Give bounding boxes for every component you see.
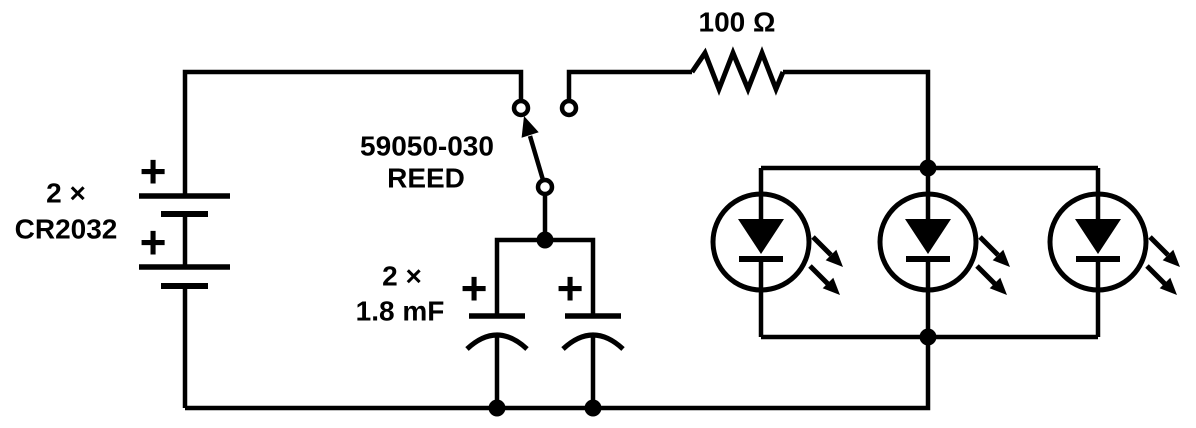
- battery-quantity-label: 2 ×: [46, 178, 86, 209]
- switch-contact-pole: [535, 177, 555, 197]
- resistor-symbol: [689, 46, 786, 96]
- wire-bottom-return: [185, 337, 931, 411]
- reed-switch-symbol: [511, 98, 579, 197]
- capacitor-value-label: 1.8 mF: [356, 296, 445, 327]
- junction-dots: [488, 159, 937, 417]
- led-1: [710, 168, 843, 337]
- switch-arm-arrowhead-icon: [521, 116, 539, 138]
- switch-contact-right: [559, 98, 579, 118]
- battery-model-label: CR2032: [15, 214, 118, 245]
- capacitor-bank-symbol: + +: [461, 262, 625, 351]
- led-2: [880, 168, 1010, 337]
- wire-resistor-to-leds: [783, 69, 931, 168]
- battery-symbol: + +: [139, 145, 230, 289]
- wire-switch-to-resistor: [566, 69, 692, 100]
- switch-type-label: REED: [387, 163, 465, 194]
- battery-cell2-plus-icon: +: [140, 216, 167, 268]
- junction-led-bottom: [919, 328, 937, 346]
- junction-cap2-bottom: [584, 399, 602, 417]
- wiring: [182, 69, 1098, 411]
- led-light-arrow-2: [808, 264, 830, 286]
- led-diode-triangle-icon: [738, 219, 784, 254]
- cap2-negative-plate: [561, 332, 625, 351]
- junction-cap1-bottom: [488, 399, 506, 417]
- switch-contact-left: [511, 98, 531, 118]
- led-light-arrow-1: [811, 235, 833, 257]
- led-light-arrowhead-1-icon: [825, 249, 843, 267]
- junction-switch-caps: [536, 231, 554, 249]
- switch-part-number-label: 59050-030: [360, 131, 494, 162]
- junction-led-top: [919, 159, 937, 177]
- labels: 2 × CR2032 59050-030 REED 2 × 1.8 mF 100…: [15, 7, 776, 327]
- wire-top-left: [182, 69, 524, 194]
- capacitor-quantity-label: 2 ×: [382, 261, 422, 292]
- led-light-arrowhead-2-icon: [822, 277, 840, 295]
- cap2-plus-icon: +: [557, 262, 584, 314]
- switch-arm: [527, 135, 546, 181]
- resistor-zigzag: [689, 46, 786, 96]
- battery-cell1-plus-icon: +: [140, 145, 167, 197]
- cap1-plus-icon: +: [461, 262, 488, 314]
- cap1-negative-plate: [465, 332, 529, 351]
- led-3: [1050, 168, 1180, 337]
- resistor-value-label: 100 Ω: [699, 7, 776, 38]
